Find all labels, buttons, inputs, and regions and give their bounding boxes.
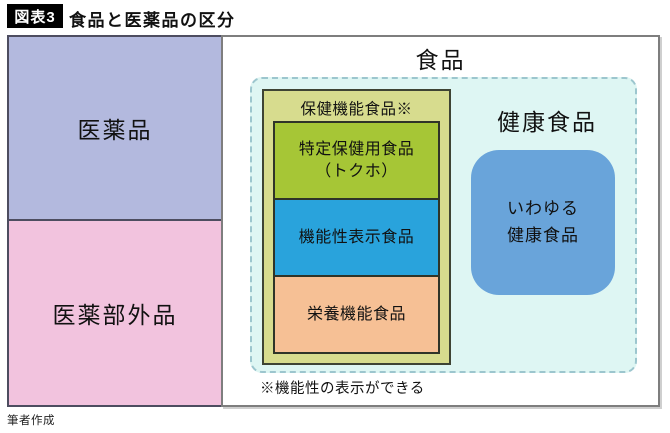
tokuho-label-line1: 特定保健用食品: [298, 140, 415, 158]
foods-with-health-claims-box: 保健機能食品※ 特定保健用食品 （トクホ） 機能性表示食品 栄養機能食品: [262, 89, 451, 365]
so-called-health-food-box: いわゆる 健康食品: [471, 150, 615, 295]
nutrient-function-cell: 栄養機能食品: [275, 275, 438, 352]
so-called-label-line1: いわゆる: [507, 199, 579, 219]
food-label: 食品: [415, 47, 466, 73]
tokuho-cell: 特定保健用食品 （トクホ）: [275, 123, 438, 198]
figure-title: 食品と医薬品の区分: [69, 11, 236, 30]
author-credit: 筆者作成: [7, 415, 55, 427]
health-food-area: 健康食品 保健機能食品※ 特定保健用食品 （トクホ） 機能性表示食品 栄養機能食…: [250, 77, 637, 373]
tokuho-label-line2: （トクホ）: [315, 162, 398, 180]
foods-with-health-claims-stack: 特定保健用食品 （トクホ） 機能性表示食品 栄養機能食品: [273, 121, 440, 354]
functionality-note: ※機能性の表示ができる: [260, 381, 425, 397]
figure-number-badge: 図表3: [7, 4, 63, 28]
quasi-drugs-box: 医薬部外品: [7, 219, 223, 407]
so-called-label-line2: 健康食品: [507, 225, 579, 245]
food-box: 食品 健康食品 保健機能食品※ 特定保健用食品 （トクホ） 機能性表示食品 栄養…: [221, 35, 660, 407]
pharmaceuticals-label: 医薬品: [77, 117, 153, 143]
pharmaceuticals-box: 医薬品: [7, 35, 223, 221]
quasi-drugs-label: 医薬部外品: [52, 302, 178, 328]
functional-claims-label: 機能性表示食品: [298, 228, 415, 246]
nutrient-function-label: 栄養機能食品: [306, 305, 406, 323]
functional-claims-cell: 機能性表示食品: [275, 198, 438, 275]
health-food-label: 健康食品: [497, 109, 597, 135]
foods-with-health-claims-label: 保健機能食品※: [300, 101, 413, 118]
